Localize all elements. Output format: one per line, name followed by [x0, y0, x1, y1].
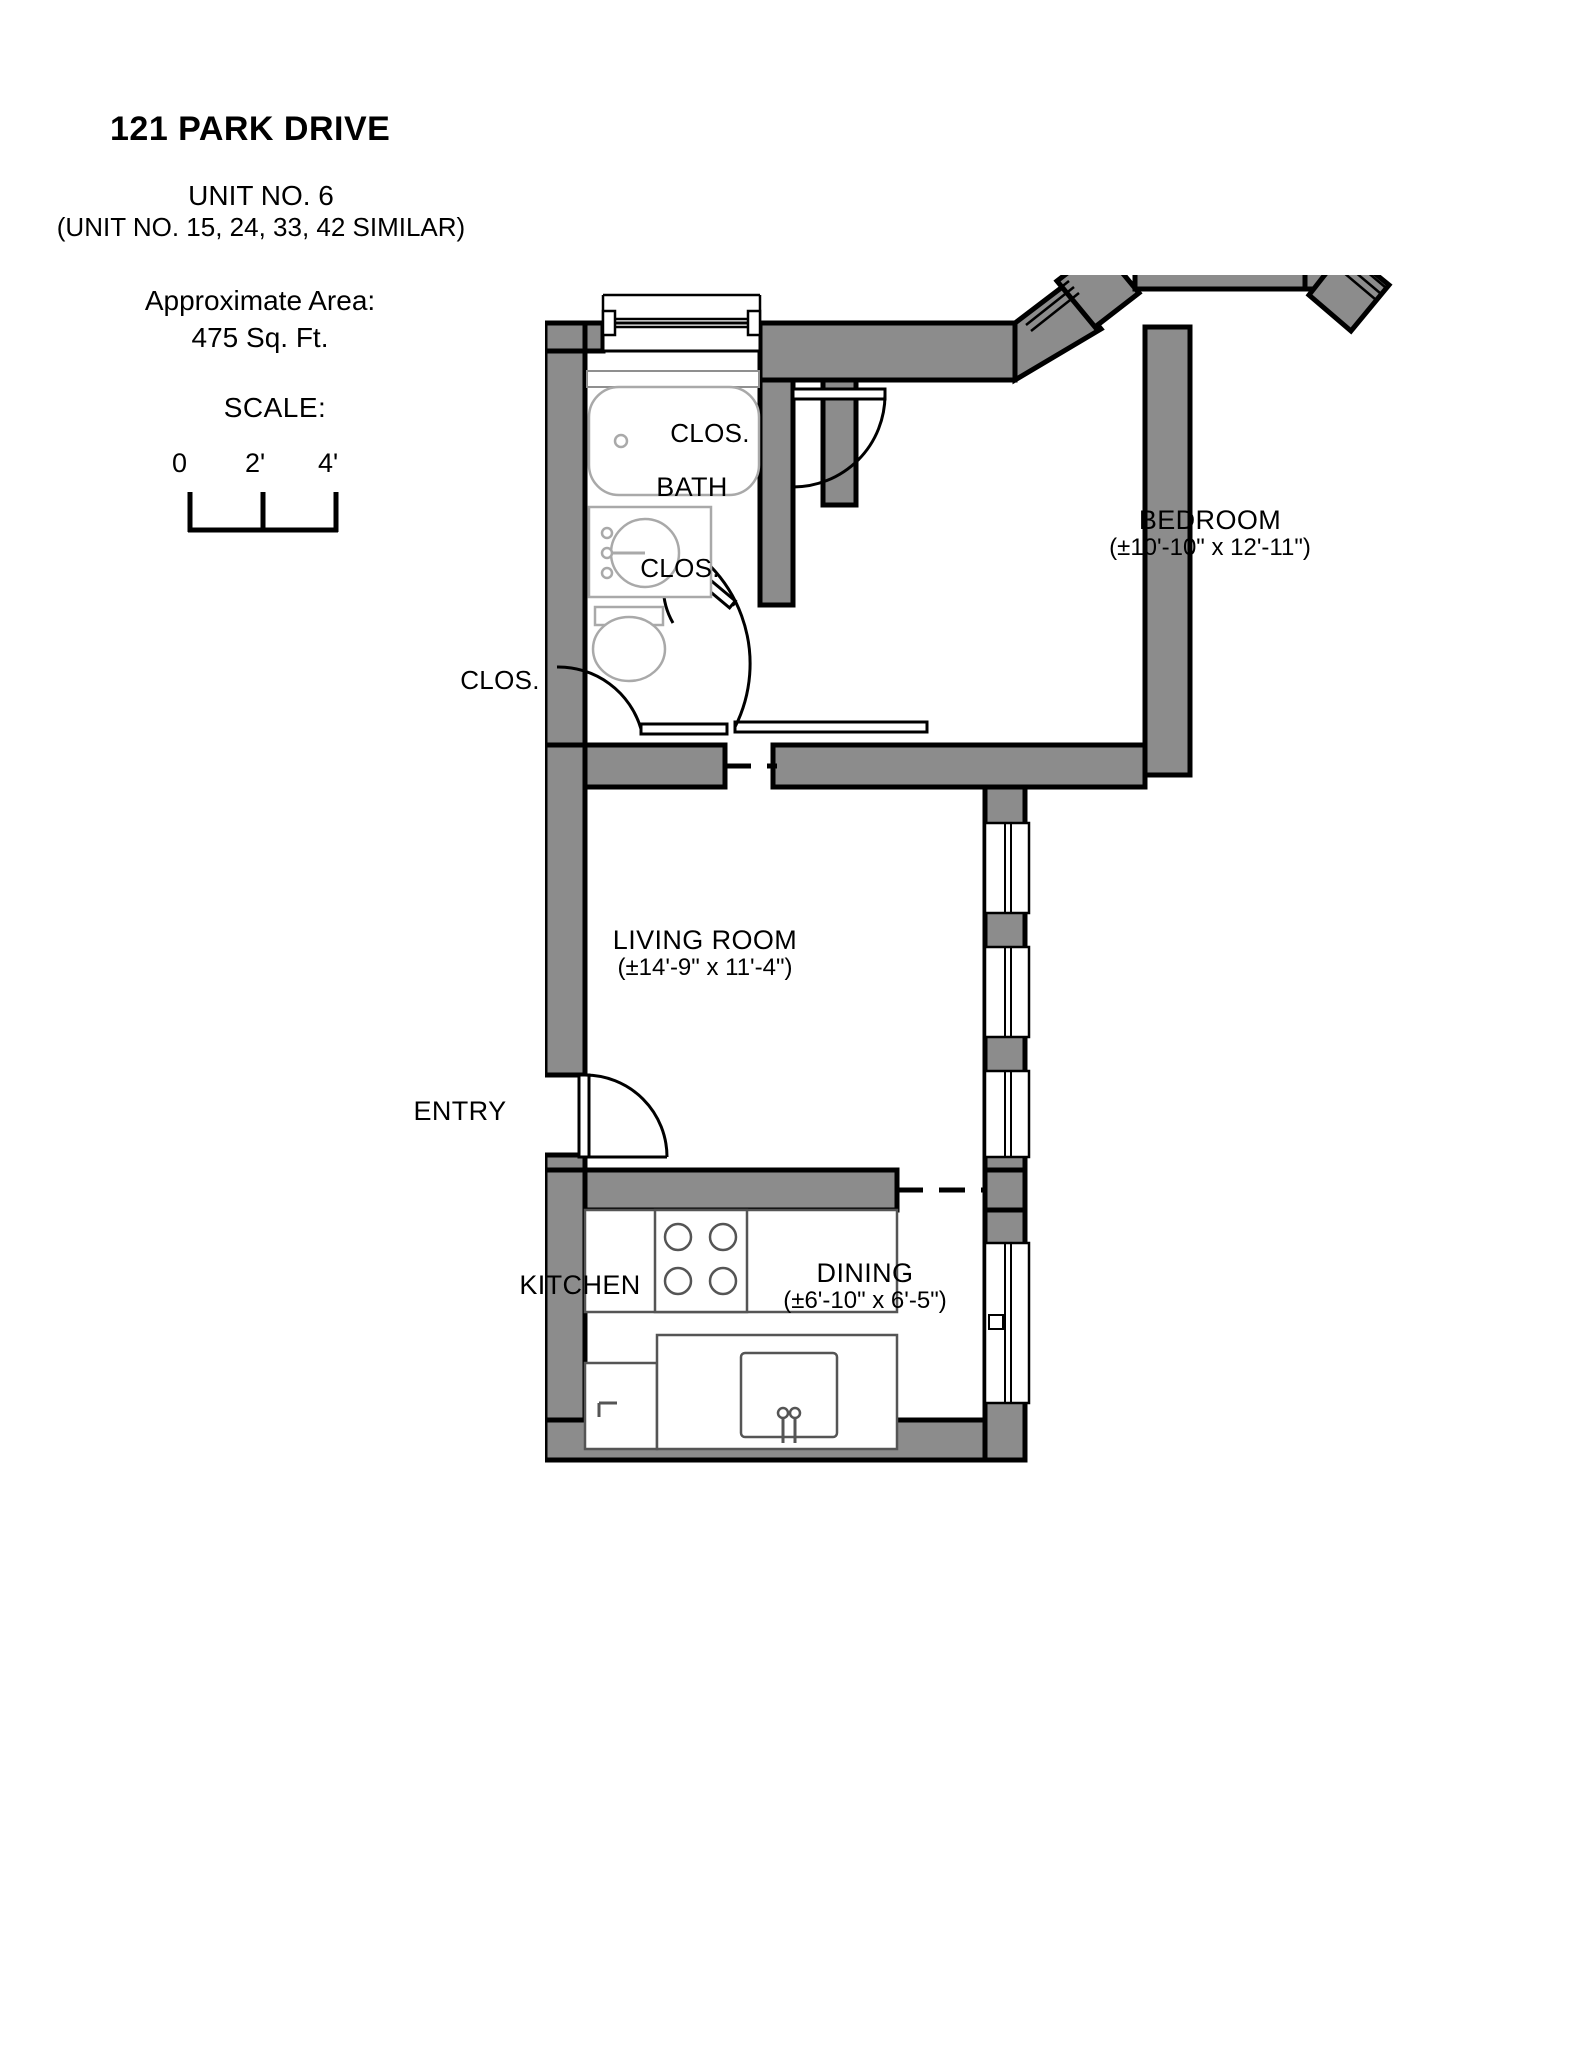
- page-title: 121 PARK DRIVE: [110, 110, 391, 148]
- wall-bay-corner-left: [1053, 275, 1143, 331]
- scale-bar-graphic: [187, 492, 339, 533]
- closet-label-lower: CLOS.: [420, 665, 580, 696]
- area-label: Approximate Area:: [144, 285, 376, 316]
- closet-label-text-2: CLOS.: [640, 553, 720, 583]
- burner-4: [708, 1266, 738, 1296]
- room-name-bath: BATH: [656, 472, 728, 502]
- scale-tick-0: 0: [172, 448, 188, 478]
- wall-top-left: [582, 320, 606, 354]
- room-label-kitchen: KITCHEN: [430, 1270, 730, 1300]
- wall-bay-top: [1132, 275, 1312, 292]
- door-closet-lower: [556, 665, 729, 736]
- wall-bath-right: [757, 377, 796, 608]
- burner-2: [708, 1222, 738, 1252]
- living-window-mullions: [988, 823, 1012, 1403]
- door-closet-upper: [791, 387, 887, 489]
- wall-bedroom-right: [1142, 324, 1193, 778]
- door-entry: [577, 1073, 669, 1159]
- scale-tick-4: 4': [318, 448, 339, 478]
- wall-closet1-left: [820, 377, 859, 508]
- bathtub-drain: [613, 433, 629, 449]
- window-living-1: [983, 821, 1031, 915]
- window-living-3: [983, 1069, 1031, 1159]
- kitchen-fixtures: [583, 1208, 899, 1451]
- room-name-entry: ENTRY: [413, 1096, 507, 1126]
- wall-kitchen-top: [545, 1167, 900, 1213]
- room-name-dining: DINING: [816, 1258, 914, 1288]
- wall-living-left: [545, 742, 588, 1078]
- room-label-bedroom: BEDROOM (±10'-10" x 12'-11"): [1030, 505, 1390, 562]
- burner-1: [663, 1222, 693, 1252]
- scale-tick-labels: 0 2' 4': [150, 448, 410, 488]
- room-dims-living: (±14'-9" x 11'-4"): [617, 954, 793, 982]
- unit-number-label: UNIT NO. 6: [188, 180, 334, 211]
- wall-kitchen-left: [545, 1167, 588, 1463]
- room-name-kitchen: KITCHEN: [519, 1270, 641, 1300]
- bath-window-frame: [601, 293, 762, 351]
- toilet-bowl: [591, 615, 667, 683]
- area-value: 475 Sq. Ft.: [191, 322, 329, 353]
- room-label-bath: BATH: [612, 472, 772, 502]
- bathtub: [587, 385, 761, 497]
- closet-label-text-3: CLOS.: [460, 665, 540, 695]
- similar-units-note: (UNIT NO. 15, 24, 33, 42 SIMILAR): [56, 212, 466, 242]
- wall-top-stub: [545, 320, 588, 354]
- burner-3: [663, 1266, 693, 1296]
- scale-label: SCALE:: [223, 392, 327, 423]
- wall-hall-bottom-left: [545, 742, 728, 790]
- wall-top-bath-to-bedroom: [757, 320, 1018, 383]
- bay-window-glazing: [1020, 275, 1386, 332]
- closet-label-upper: CLOS.: [630, 418, 790, 449]
- kitchen-sink: [739, 1351, 839, 1439]
- wall-bedroom-bottom: [770, 742, 1148, 790]
- dashed-openings: [725, 763, 987, 1193]
- room-label-dining: DINING (±6'-10" x 6'-5"): [705, 1258, 1025, 1315]
- room-label-living: LIVING ROOM (±14'-9" x 11'-4"): [525, 925, 885, 982]
- bath-fixtures: [586, 370, 761, 683]
- wall-dining-top-stub: [982, 1167, 1028, 1213]
- wall-bay-diag-right: [1305, 275, 1393, 335]
- closet-label-middle: CLOS.: [600, 553, 760, 584]
- room-name-living: LIVING ROOM: [612, 925, 798, 955]
- closet-label-text-1: CLOS.: [670, 418, 750, 448]
- scale-tick-2: 2': [245, 448, 266, 478]
- kitchen-lower-cab: [583, 1361, 659, 1451]
- floor-plan-drawing: [545, 275, 1393, 1463]
- room-dims-dining: (±6'-10" x 6'-5"): [783, 1287, 947, 1315]
- room-label-entry: ENTRY: [360, 1096, 560, 1126]
- window-living-2: [983, 945, 1031, 1039]
- room-name-bedroom: BEDROOM: [1138, 505, 1282, 535]
- room-dims-bedroom: (±10'-10" x 12'-11"): [1109, 534, 1311, 562]
